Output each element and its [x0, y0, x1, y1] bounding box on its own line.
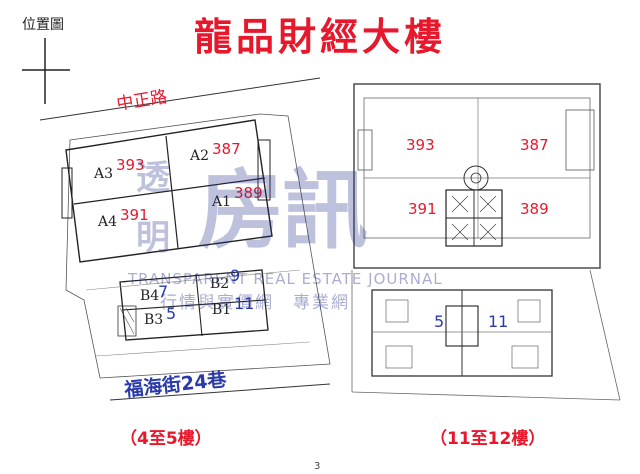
- floor-unit-number: 393: [406, 136, 435, 154]
- unit-number: 5: [166, 304, 177, 323]
- unit-number: 9: [230, 266, 241, 285]
- floor-unit-number: 5: [434, 312, 445, 331]
- floor-unit-number: 391: [408, 200, 437, 218]
- page-number: 3: [314, 461, 321, 472]
- watermark-english: TRANSPARENT REAL ESTATE JOURNAL: [128, 270, 443, 288]
- unit-code: B1: [212, 302, 232, 318]
- floor-unit-number: 11: [488, 312, 509, 331]
- unit-number: 391: [120, 206, 149, 224]
- unit-code: B2: [210, 276, 230, 292]
- unit-code: B3: [144, 312, 164, 328]
- compass-label: 位置圖: [22, 17, 64, 33]
- unit-number: 11: [234, 294, 255, 313]
- unit-code: A1: [212, 194, 232, 210]
- unit-code: A4: [98, 214, 118, 230]
- floors-label-left: （4至5樓）: [120, 429, 212, 449]
- floor-unit-number: 387: [520, 136, 549, 154]
- unit-code: A2: [190, 148, 210, 164]
- page-title: 龍品財經大樓: [193, 15, 446, 59]
- unit-code: B4: [140, 288, 160, 304]
- unit-number: 387: [212, 140, 241, 158]
- unit-number: 393: [116, 156, 145, 174]
- unit-code: A3: [94, 166, 114, 182]
- watermark-chinese: 行情與實價網 專業網: [160, 293, 350, 313]
- watermark-vertical: 明: [136, 218, 170, 258]
- watermark-logo: 房訊: [198, 161, 368, 261]
- floors-label-right: （11至12樓）: [430, 429, 546, 449]
- unit-number: 389: [234, 184, 263, 202]
- unit-number: 7: [158, 282, 169, 301]
- north-arrow-icon: [22, 38, 70, 104]
- floor-unit-number: 389: [520, 200, 549, 218]
- watermark-vertical: 透: [136, 158, 170, 198]
